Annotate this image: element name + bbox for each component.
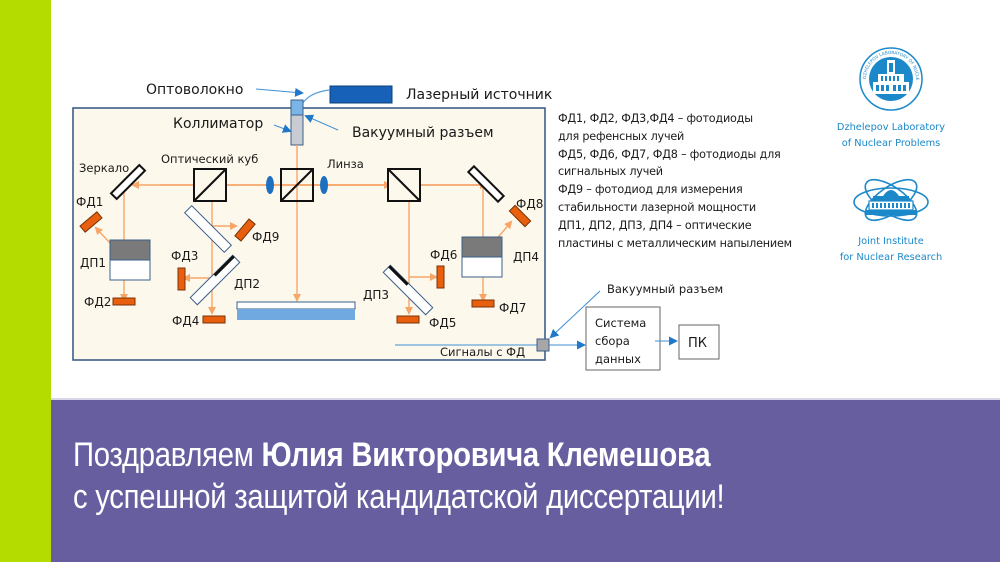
plate-pd9-splitter (183, 204, 233, 254)
jinr-logo-block: Joint Institute for Nuclear Research (826, 170, 956, 266)
label-pd4: ФД4 (172, 314, 199, 328)
label-dp1: ДП1 (80, 256, 106, 270)
legend-line: стабильности лазерной мощности (558, 200, 756, 214)
lens-left (266, 176, 274, 194)
plate-dp4 (461, 236, 503, 278)
vacuum-chamber (72, 107, 546, 361)
photodiode-pd4 (202, 315, 226, 324)
photodiode-pd6 (436, 265, 445, 289)
label-pd1: ФД1 (76, 195, 103, 209)
collimator (290, 114, 304, 146)
fiber-cable (301, 89, 331, 105)
legend-line: ФД5, ФД6, ФД7, ФД8 – фотодиоды для (558, 147, 781, 161)
banner-line-1: Поздравляем Юлия Викторовича Клемешова (73, 436, 711, 475)
dlnp-logo: DZHELEPOV LABORATORY OF NUCLEAR PROBLEMS (858, 46, 923, 111)
label-pd3: ФД3 (171, 249, 198, 263)
label-optical-cube: Оптический куб (161, 152, 258, 166)
optical-cube-left (193, 168, 227, 202)
photodiode-pd2 (112, 297, 136, 306)
label-mirror: Зеркало (79, 161, 129, 175)
label-pd8: ФД8 (516, 197, 543, 211)
legend-line: ФД1, ФД2, ФД3,ФД4 – фотодиоды (558, 112, 753, 125)
label-lens: Линза (327, 157, 364, 171)
mirror-right (466, 164, 506, 204)
dlnp-name-line1: Dzhelepov Laboratory (836, 122, 946, 133)
jinr-name-line1: Joint Institute (858, 236, 924, 247)
legend-line: сигнальных лучей (558, 165, 663, 179)
banner-greeting: Поздравляем (73, 436, 262, 474)
pc-box (678, 324, 720, 360)
photodiode-pd7 (471, 299, 495, 308)
legend-line: ДП1, ДП2, ДП3, ДП4 – оптические (558, 218, 752, 232)
congratulation-banner: Поздравляем Юлия Викторовича Клемешова с… (51, 398, 1000, 562)
plate-dp2 (189, 254, 241, 306)
plate-dp1 (109, 239, 151, 281)
optical-cube-center (280, 168, 314, 202)
plate-dp3 (382, 264, 434, 316)
mirror-left (109, 163, 147, 201)
label-signals: Сигналы с ФД (440, 345, 525, 359)
label-daq-line1: Система (595, 316, 646, 330)
label-pd2: ФД2 (84, 295, 111, 309)
label-collimator: Коллиматор (173, 116, 263, 132)
photodiode-pd1 (79, 211, 103, 233)
jinr-name-line2: for Nuclear Research (839, 252, 943, 263)
label-pc: ПК (688, 336, 707, 351)
legend-line: пластины с металлическим напылением (558, 236, 792, 250)
label-dp2: ДП2 (234, 277, 260, 291)
banner-person-name: Юлия Викторовича Клемешова (261, 436, 711, 474)
diagram-legend: ФД1, ФД2, ФД3,ФД4 – фотодиоды для рефенс… (558, 110, 828, 252)
label-pd7: ФД7 (499, 301, 526, 315)
label-vacuum-connector-top: Вакуумный разъем (352, 125, 494, 141)
legend-line: ФД9 – фотодиод для измерения (558, 183, 743, 197)
photodiode-pd9 (234, 218, 256, 242)
optical-cube-right (387, 168, 421, 202)
sample-plate (236, 301, 356, 320)
label-daq-line2: сбора (595, 334, 630, 348)
legend-line: для рефенсных лучей (558, 129, 685, 143)
vacuum-connector-top (290, 99, 304, 116)
label-dp4: ДП4 (513, 250, 539, 264)
label-laser-source: Лазерный источник (406, 87, 552, 103)
photodiode-pd5 (396, 315, 420, 324)
label-vacuum-connector-bottom: Вакуумный разъем (607, 282, 723, 296)
dlnp-logo-block: DZHELEPOV LABORATORY OF NUCLEAR PROBLEMS… (826, 46, 956, 152)
label-pd5: ФД5 (429, 316, 456, 330)
daq-system-box (585, 306, 661, 371)
label-daq-line3: данных (595, 352, 641, 366)
vacuum-connector-bottom (536, 338, 550, 352)
accent-stripe (0, 0, 51, 562)
label-dp3: ДП3 (363, 288, 389, 302)
jinr-logo (853, 178, 929, 222)
label-fiber: Оптоволокно (146, 82, 243, 98)
label-pd6: ФД6 (430, 248, 457, 262)
photodiode-pd3 (177, 267, 186, 291)
optical-setup-diagram: Оптоволокно Лазерный источник Коллиматор… (51, 0, 811, 398)
photodiode-pd8 (508, 204, 532, 228)
banner-line-2: с успешной защитой кандидатской диссерта… (73, 478, 725, 516)
label-pd9: ФД9 (252, 230, 279, 244)
lens-right (320, 176, 328, 194)
dlnp-name-line2: of Nuclear Problems (841, 138, 941, 149)
laser-source (329, 85, 393, 104)
